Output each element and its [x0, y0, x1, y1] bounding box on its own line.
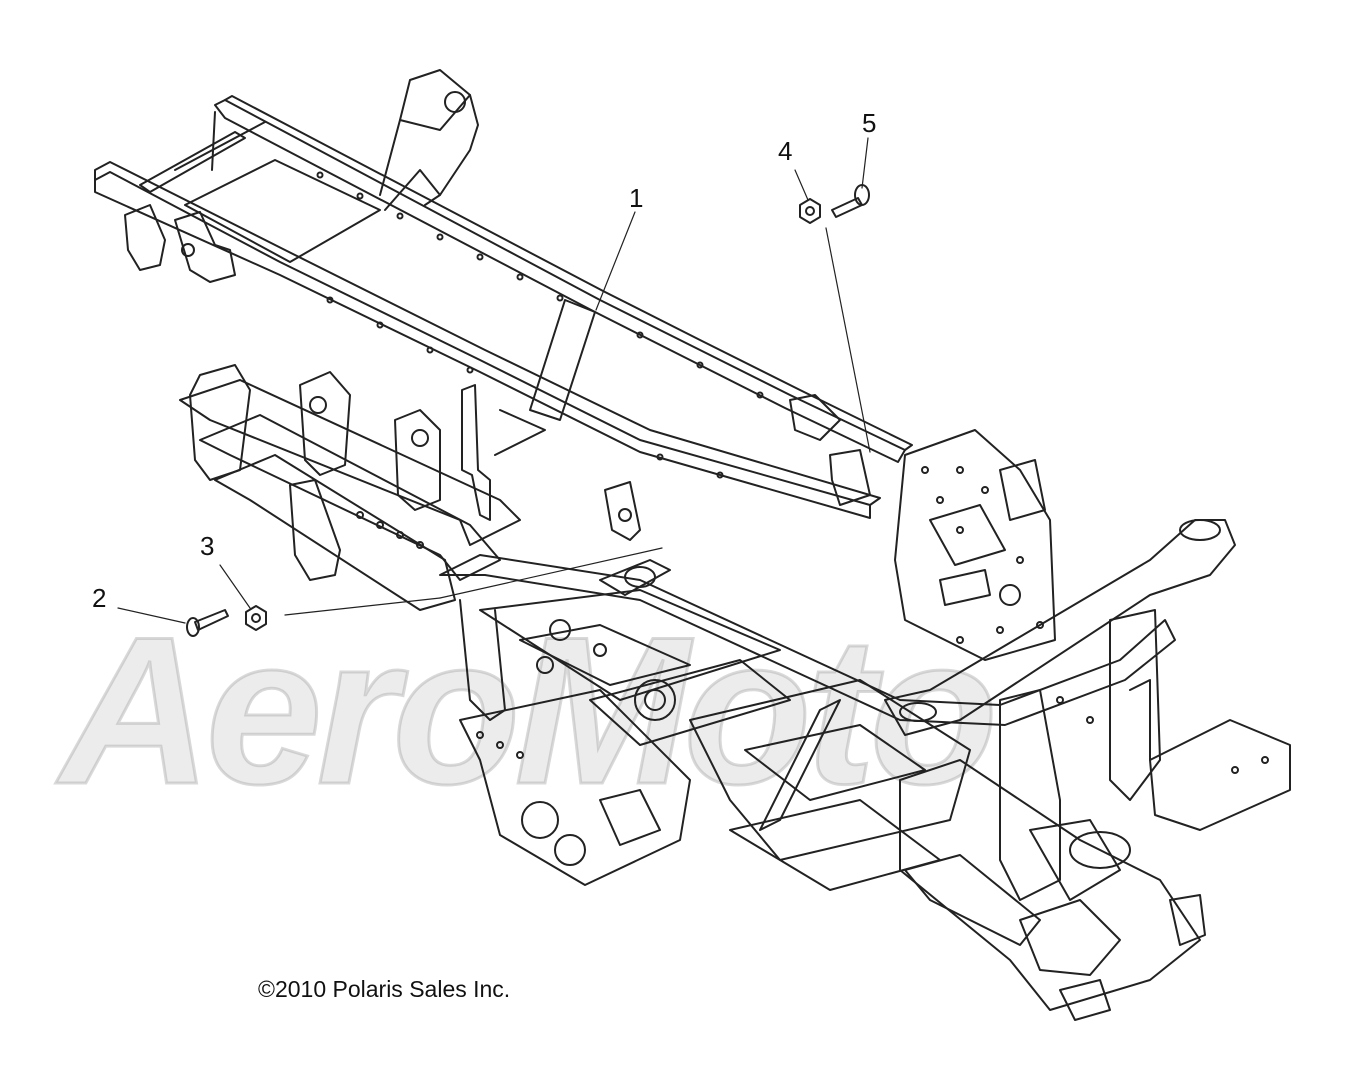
- callout-5-number: 5: [862, 108, 877, 138]
- callout-2: 2: [92, 585, 106, 611]
- part-2-bolt: [186, 609, 229, 637]
- callout-4: 4: [778, 138, 792, 164]
- callout-1-number: 1: [629, 183, 644, 213]
- copyright-notice: ©2010 Polaris Sales Inc.: [258, 976, 511, 1002]
- callout-1: 1: [629, 185, 643, 211]
- leader-lines: [117, 137, 871, 624]
- watermark-logo: AeroMoto: [59, 590, 1000, 832]
- watermark-text: AeroMoto: [59, 592, 1000, 830]
- part-5-bolt: [831, 184, 870, 218]
- main-chassis-frame: [179, 364, 1291, 1021]
- part-3-nut: [245, 605, 267, 631]
- callout-3: 3: [200, 533, 214, 559]
- upper-frame-rail: [94, 69, 913, 541]
- callout-4-number: 4: [778, 136, 793, 166]
- part-4-nut: [799, 198, 821, 224]
- callout-2-number: 2: [92, 583, 107, 613]
- callout-5: 5: [862, 110, 876, 136]
- callout-3-number: 3: [200, 531, 215, 561]
